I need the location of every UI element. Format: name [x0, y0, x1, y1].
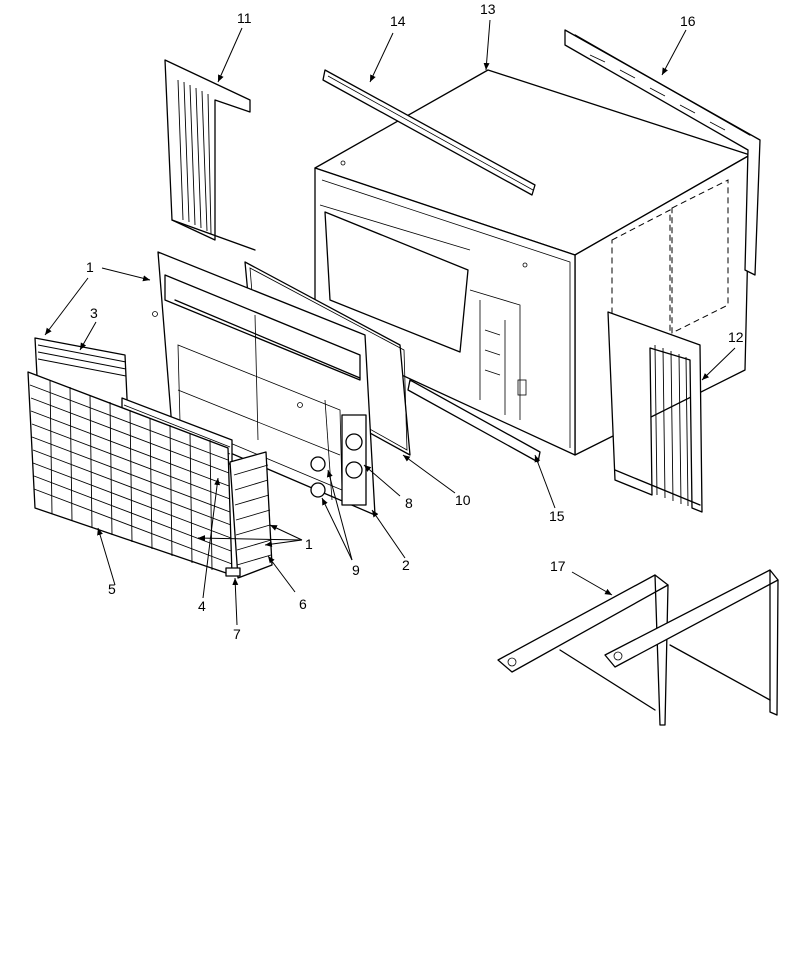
leader-lines — [44, 19, 736, 626]
callout-5: 5 — [108, 581, 116, 597]
callout-1-grilles: 1 — [305, 536, 313, 552]
callout-12: 12 — [728, 329, 744, 345]
rear-panel — [564, 29, 761, 276]
callout-11: 11 — [237, 10, 252, 26]
callout-14: 14 — [390, 13, 406, 29]
callout-9: 9 — [352, 562, 360, 578]
callout-4: 4 — [198, 598, 206, 614]
support-brackets — [497, 569, 779, 726]
left-side-curtain — [164, 59, 256, 251]
callout-17: 17 — [550, 558, 566, 574]
callout-3: 3 — [90, 305, 98, 321]
callout-1-frame: 1 — [86, 259, 94, 275]
clip — [225, 567, 241, 577]
control-knobs — [310, 456, 326, 498]
callout-2: 2 — [402, 557, 410, 573]
top-rail — [322, 69, 536, 196]
callout-labels: 1 3 1 2 4 5 6 7 8 9 10 11 12 13 14 15 16… — [86, 1, 744, 642]
callout-10: 10 — [455, 492, 471, 508]
side-grille — [229, 451, 273, 579]
callout-13: 13 — [480, 1, 496, 17]
right-side-curtain — [607, 311, 703, 513]
callout-16: 16 — [680, 13, 696, 29]
callout-7: 7 — [233, 626, 241, 642]
callout-6: 6 — [299, 596, 307, 612]
callout-8: 8 — [405, 495, 413, 511]
front-frame — [152, 251, 376, 516]
callout-15: 15 — [549, 508, 565, 524]
